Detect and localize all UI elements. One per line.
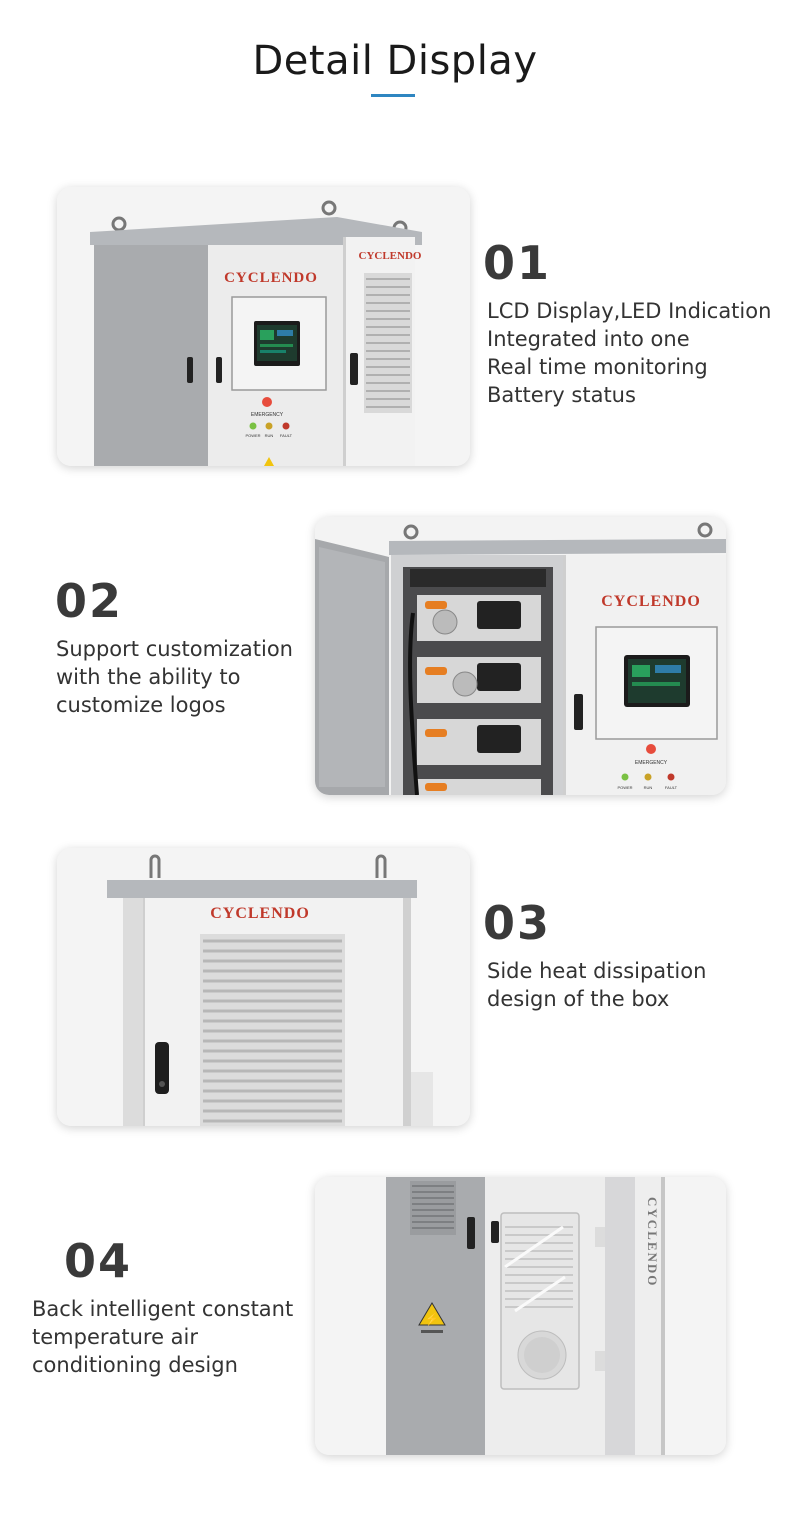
emergency-label: EMERGENCY: [251, 412, 284, 418]
brand-logo: CYCLENDO: [601, 593, 701, 610]
feature-1-description: LCD Display,LED Indication Integrated in…: [487, 299, 772, 407]
power-label: POWER: [617, 785, 632, 790]
run-label: RUN: [644, 785, 653, 790]
feature-3-description: Side heat dissipation design of the box: [487, 959, 707, 1011]
brand-logo: CYCLENDO: [210, 905, 310, 922]
brand-logo-side: CYCLENDO: [359, 250, 422, 262]
feature-2-image: CYCLENDO EMERGENCY POWER RUN FAULT: [315, 517, 726, 795]
power-label: POWER: [245, 433, 260, 438]
title-underline: [371, 94, 415, 97]
feature-1-number: 01: [483, 236, 552, 290]
feature-2-number: 02: [55, 574, 124, 628]
feature-1-image: EMERGENCY POWER RUN FAULT CYCLENDO CYCLE…: [57, 187, 470, 466]
brand-logo: CYCLENDO: [224, 270, 318, 286]
feature-4-number: 04: [64, 1234, 133, 1288]
feature-3-image: CYCLENDO: [57, 848, 470, 1126]
svg-text:⚡: ⚡: [425, 1312, 440, 1326]
feature-2-description: Support customization with the ability t…: [56, 637, 293, 717]
fault-label: FAULT: [280, 433, 293, 438]
fault-label: FAULT: [665, 785, 678, 790]
feature-4-description: Back intelligent constant temperature ai…: [32, 1297, 294, 1377]
feature-4-image: ⚡ CYCLENDO: [315, 1177, 726, 1455]
run-label: RUN: [265, 433, 274, 438]
feature-3-number: 03: [483, 896, 552, 950]
page-title: Detail Display: [252, 38, 538, 84]
brand-logo-vertical: CYCLENDO: [645, 1197, 660, 1287]
emergency-label: EMERGENCY: [635, 760, 668, 766]
